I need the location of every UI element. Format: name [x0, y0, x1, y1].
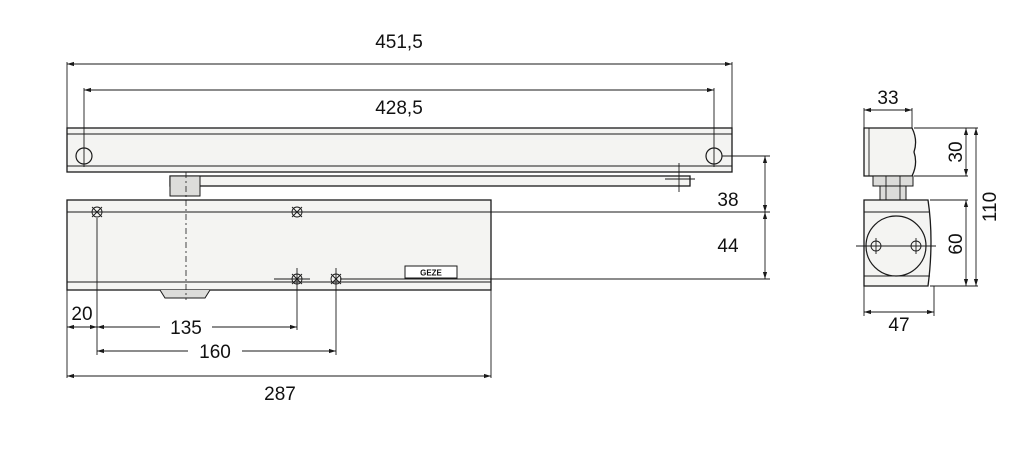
dim-rail-hole-spacing: 428,5 [375, 98, 423, 119]
dim-overall-rail-length: 451,5 [375, 32, 423, 53]
dim-side-height-top: 30 [946, 141, 967, 162]
dim-edge-offset: 20 [71, 304, 92, 325]
dim-side-width-top: 33 [877, 88, 898, 109]
dim-hole-distance-2: 160 [199, 342, 231, 363]
dim-body-length: 287 [264, 384, 296, 405]
side-rail-profile [863, 127, 917, 177]
dim-body-hole-offset: 44 [717, 236, 739, 257]
rail-hole-left-icon [75, 145, 93, 167]
slide-rail [66, 127, 733, 173]
dim-rail-height-offset: 38 [717, 190, 738, 211]
body-screw-top-left-icon [91, 206, 103, 218]
dim-hole-distance-1: 135 [170, 318, 202, 339]
side-view: 33 30 60 110 47 [856, 88, 1001, 336]
front-view: GEZE 451,5 428,5 38 44 20 135 [66, 32, 770, 405]
dim-side-height-body: 60 [946, 233, 967, 254]
dim-side-total-height: 110 [980, 192, 1001, 222]
closer-arm [169, 175, 691, 187]
label-plate-text: GEZE [420, 269, 442, 278]
dim-side-width-bottom: 47 [888, 315, 909, 336]
side-body-profile [863, 199, 932, 287]
label-plate [404, 265, 458, 279]
side-spindle-icon [856, 215, 936, 277]
